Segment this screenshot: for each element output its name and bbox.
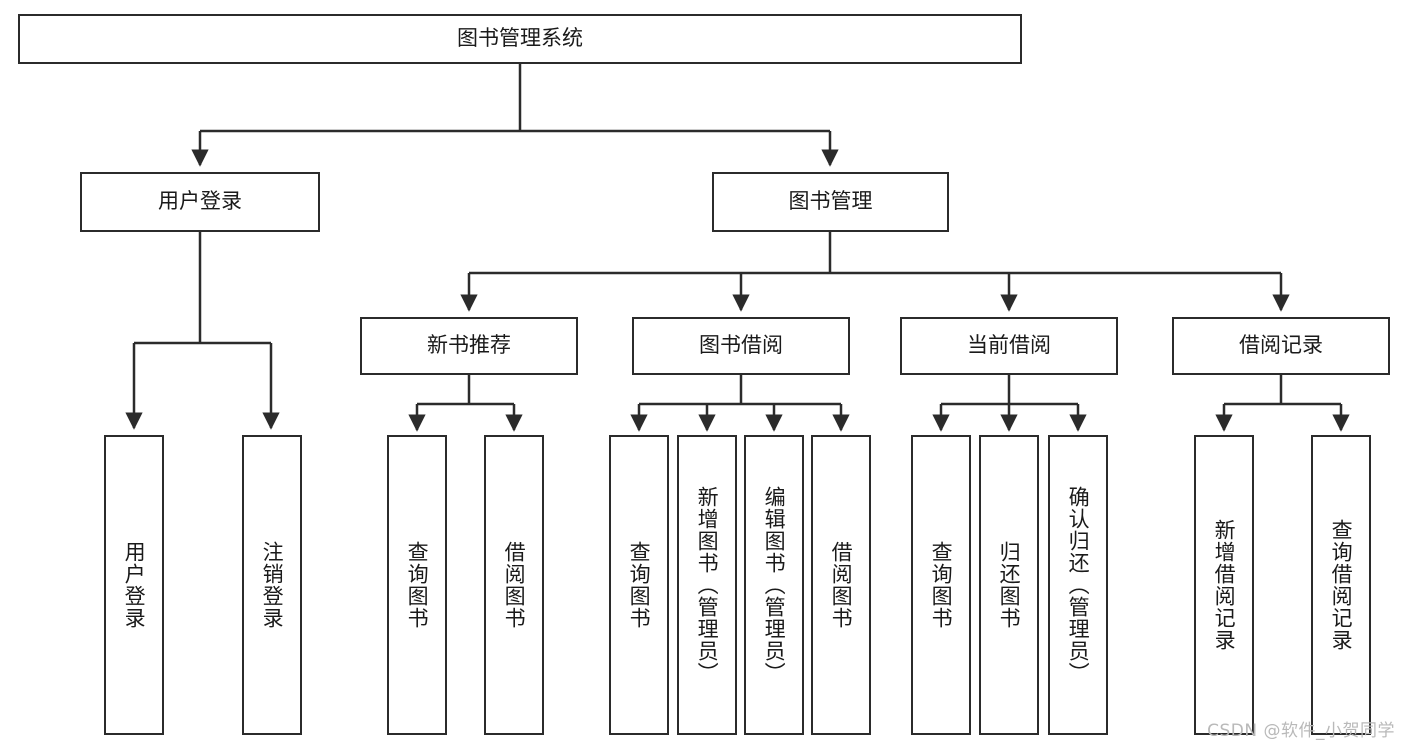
node-book-manage-label: 图书管理 <box>788 189 873 214</box>
node-leaf-user-login-label: 用户登录 <box>122 541 147 629</box>
node-leaf-borrow-book-2[interactable]: 借阅图书 <box>811 435 871 735</box>
edge-bookborrow-to-leaves <box>630 375 850 432</box>
node-leaf-query-book-3[interactable]: 查询图书 <box>911 435 971 735</box>
edge-root-to-level1 <box>191 64 839 167</box>
edge-bookmanage-to-level2 <box>460 232 1290 312</box>
node-new-book-rec-label: 新书推荐 <box>427 333 511 358</box>
node-user-login-label: 用户登录 <box>158 189 242 214</box>
node-leaf-query-record-label: 查询借阅记录 <box>1329 519 1354 651</box>
node-leaf-add-book-label: 新增图书（管理员） <box>695 486 720 684</box>
node-leaf-query-book-1-label: 查询图书 <box>405 541 430 629</box>
node-book-manage[interactable]: 图书管理 <box>712 172 949 232</box>
node-leaf-edit-book[interactable]: 编辑图书（管理员） <box>744 435 804 735</box>
node-leaf-query-book-3-label: 查询图书 <box>929 541 954 629</box>
node-leaf-confirm-return-label: 确认归还（管理员） <box>1066 486 1091 684</box>
node-new-book-rec[interactable]: 新书推荐 <box>360 317 578 375</box>
node-book-borrow[interactable]: 图书借阅 <box>632 317 850 375</box>
node-leaf-confirm-return[interactable]: 确认归还（管理员） <box>1048 435 1108 735</box>
node-leaf-borrow-book-1-label: 借阅图书 <box>502 541 527 629</box>
node-leaf-query-book-2-label: 查询图书 <box>627 541 652 629</box>
edge-userlogin-to-leaves <box>125 232 280 430</box>
node-leaf-return-book[interactable]: 归还图书 <box>979 435 1039 735</box>
node-current-borrow[interactable]: 当前借阅 <box>900 317 1118 375</box>
node-borrow-record[interactable]: 借阅记录 <box>1172 317 1390 375</box>
node-borrow-record-label: 借阅记录 <box>1239 333 1323 358</box>
node-leaf-add-record-label: 新增借阅记录 <box>1212 519 1237 651</box>
node-leaf-query-book-2[interactable]: 查询图书 <box>609 435 669 735</box>
edge-currentborrow-to-leaves <box>932 375 1087 432</box>
node-leaf-query-record[interactable]: 查询借阅记录 <box>1311 435 1371 735</box>
node-root[interactable]: 图书管理系统 <box>18 14 1022 64</box>
node-current-borrow-label: 当前借阅 <box>967 333 1051 358</box>
edge-borrowrecord-to-leaves <box>1215 375 1350 432</box>
edge-newbook-to-leaves <box>408 375 523 432</box>
node-leaf-borrow-book-2-label: 借阅图书 <box>829 541 854 629</box>
node-leaf-user-login[interactable]: 用户登录 <box>104 435 164 735</box>
node-leaf-add-book[interactable]: 新增图书（管理员） <box>677 435 737 735</box>
csdn-watermark: CSDN @软件_小贺同学 <box>1207 721 1395 741</box>
node-user-login[interactable]: 用户登录 <box>80 172 320 232</box>
node-leaf-borrow-book-1[interactable]: 借阅图书 <box>484 435 544 735</box>
node-root-label: 图书管理系统 <box>457 26 583 51</box>
node-leaf-user-logout[interactable]: 注销登录 <box>242 435 302 735</box>
node-leaf-user-logout-label: 注销登录 <box>260 541 285 629</box>
node-book-borrow-label: 图书借阅 <box>699 333 783 358</box>
node-leaf-add-record[interactable]: 新增借阅记录 <box>1194 435 1254 735</box>
node-leaf-edit-book-label: 编辑图书（管理员） <box>762 486 787 684</box>
node-leaf-query-book-1[interactable]: 查询图书 <box>387 435 447 735</box>
node-leaf-return-book-label: 归还图书 <box>997 541 1022 629</box>
